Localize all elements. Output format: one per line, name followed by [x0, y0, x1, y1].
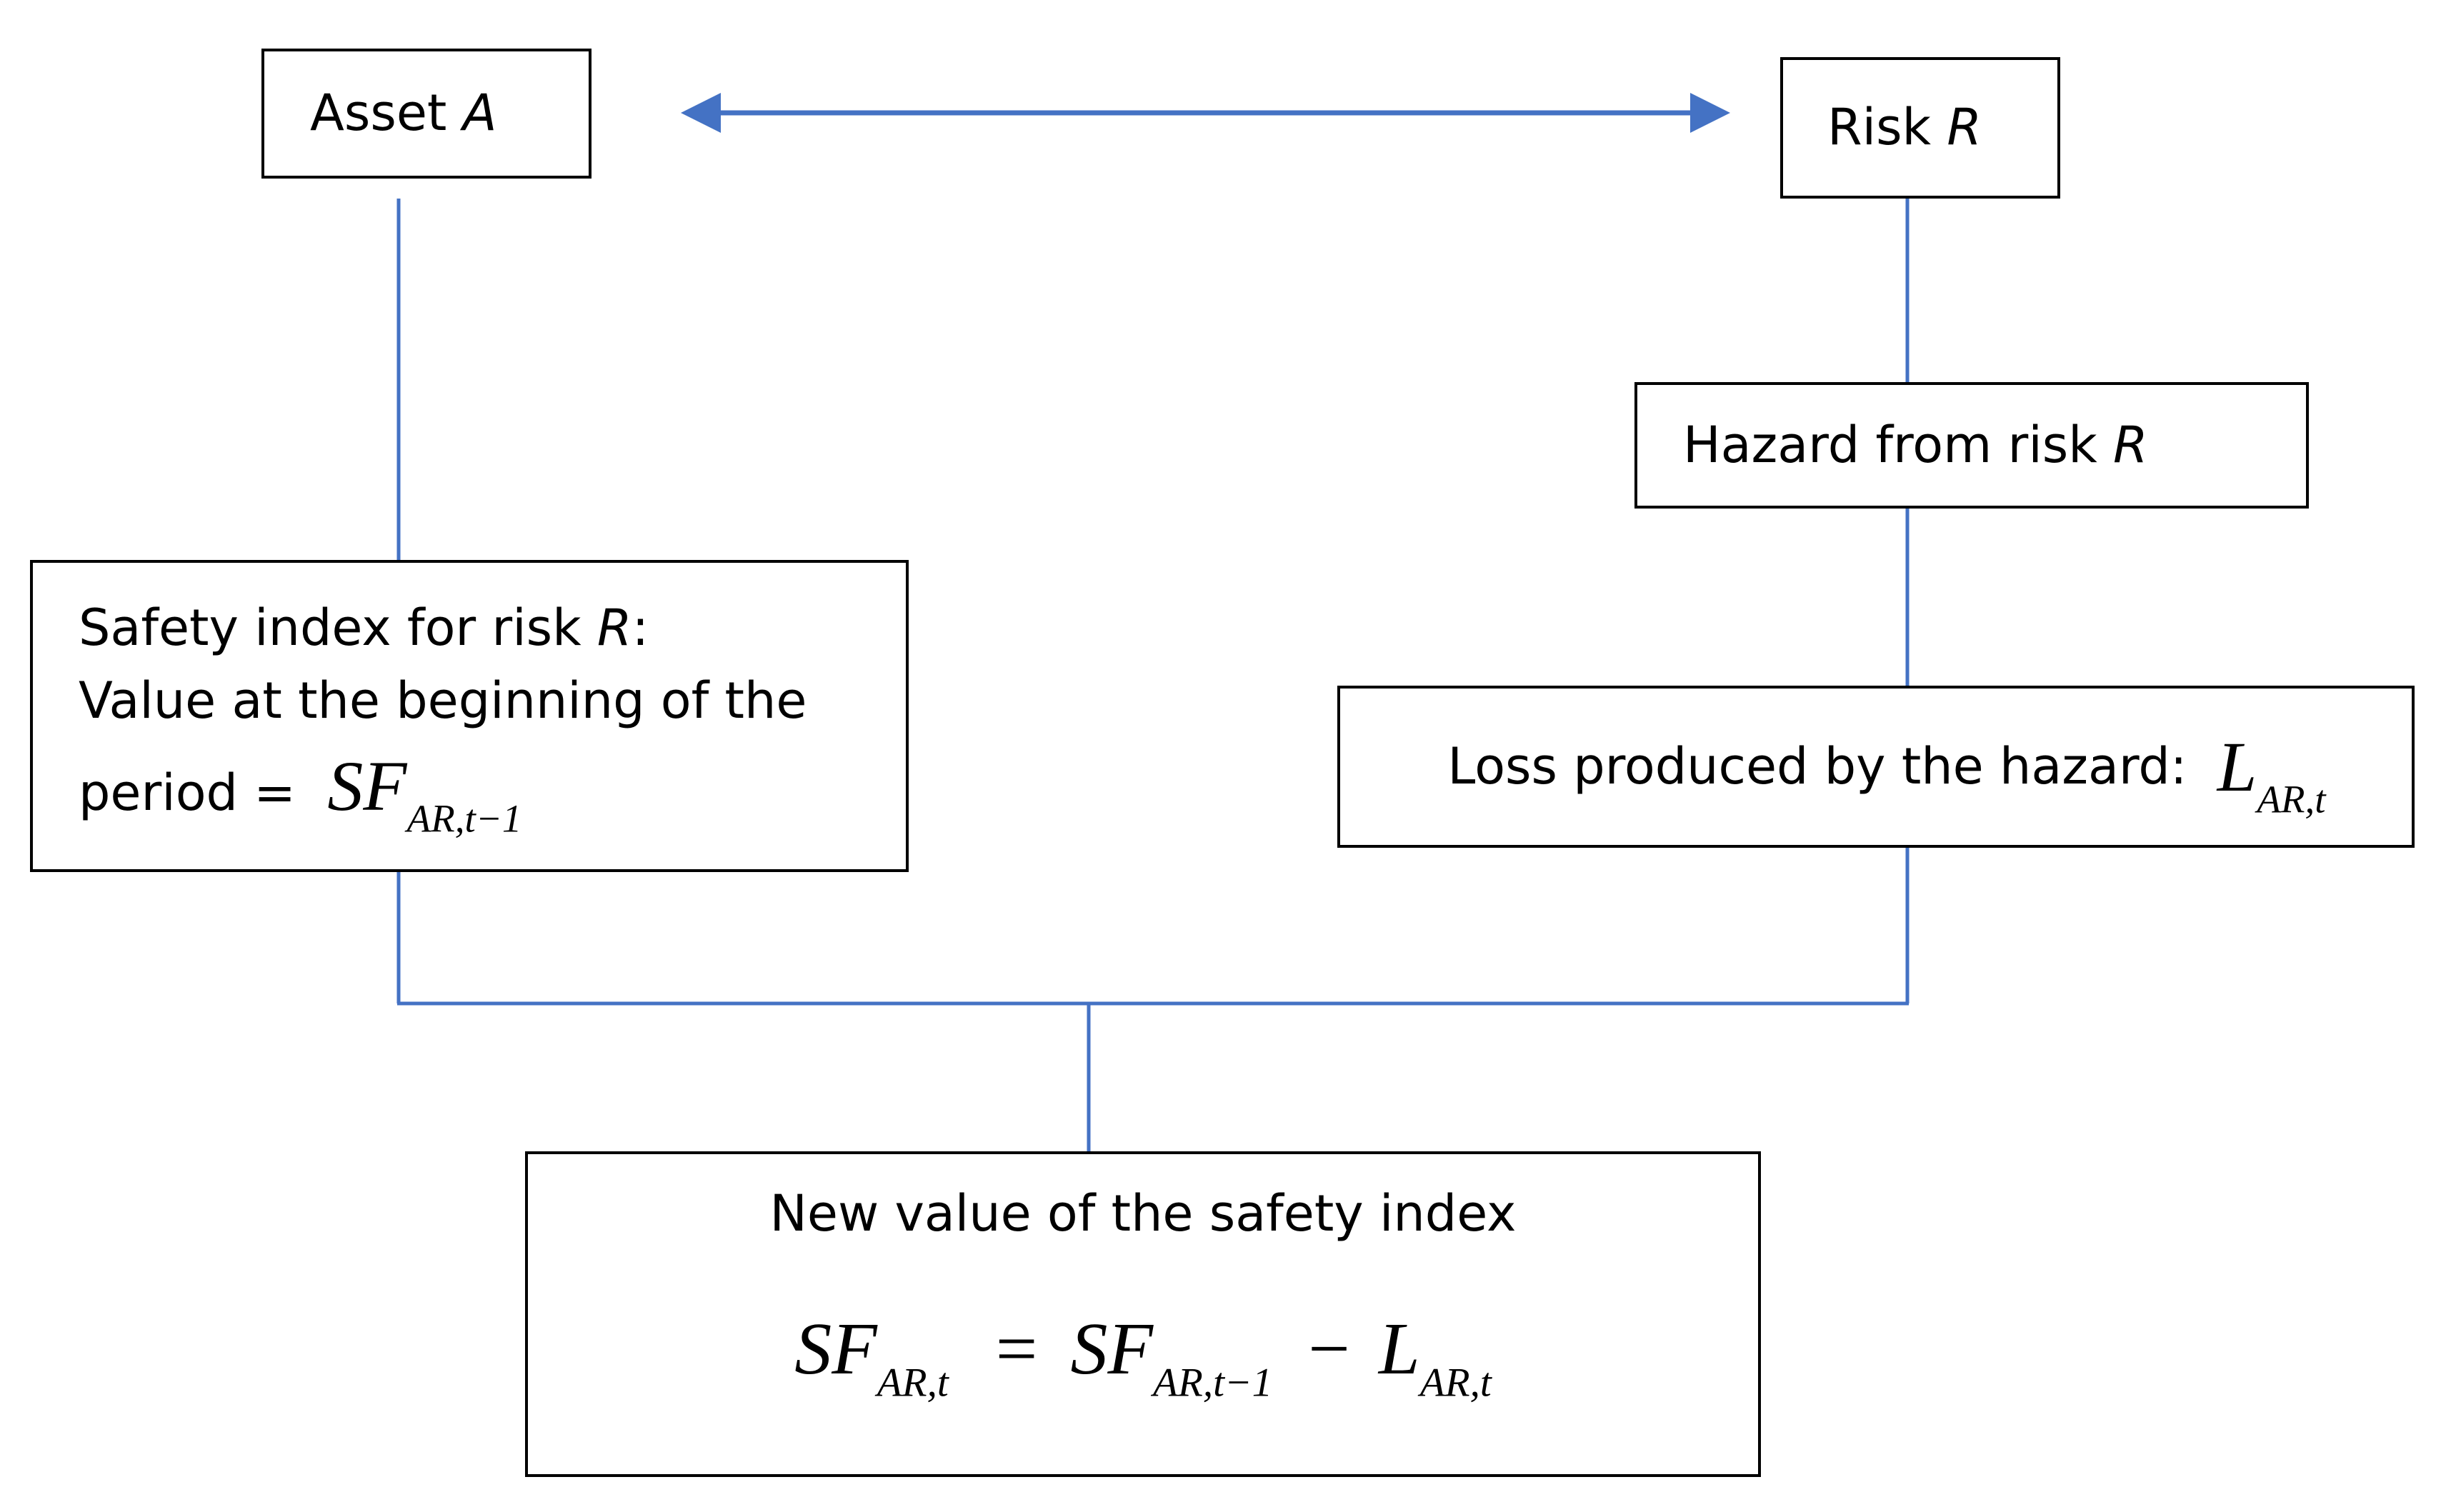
- asset-label: Asset: [310, 84, 463, 143]
- asset-variable: A: [462, 84, 497, 143]
- risk-box: Risk R: [1780, 57, 2060, 199]
- safety-index-box: Safety index for risk R: Value at the be…: [30, 560, 909, 872]
- loss-formula: LAR,t: [2217, 727, 2326, 821]
- new-value-title: New value of the safety index: [769, 1184, 1517, 1243]
- new-value-box: New value of the safety index SFAR,t = S…: [525, 1151, 1761, 1477]
- hazard-variable: R: [2113, 415, 2148, 474]
- safety-line-3: period = SFAR,t−1: [79, 746, 522, 841]
- hazard-box: Hazard from risk R: [1634, 382, 2309, 509]
- risk-variable: R: [1947, 98, 1982, 157]
- asset-box: Asset A: [261, 49, 591, 179]
- new-value-formula: SFAR,t = SFAR,t−1 − LAR,t: [794, 1307, 1492, 1405]
- safety-risk-variable: R: [596, 599, 632, 657]
- safety-formula: SFAR,t−1: [327, 746, 522, 841]
- safety-line-1: Safety index for risk R:: [79, 599, 649, 657]
- safety-line-2: Value at the beginning of the: [79, 671, 807, 730]
- risk-label: Risk: [1827, 98, 1947, 157]
- loss-box: Loss produced by the hazard: LAR,t: [1337, 686, 2415, 848]
- hazard-label: Hazard from risk: [1683, 415, 2114, 474]
- loss-label: Loss produced by the hazard:: [1447, 736, 2203, 796]
